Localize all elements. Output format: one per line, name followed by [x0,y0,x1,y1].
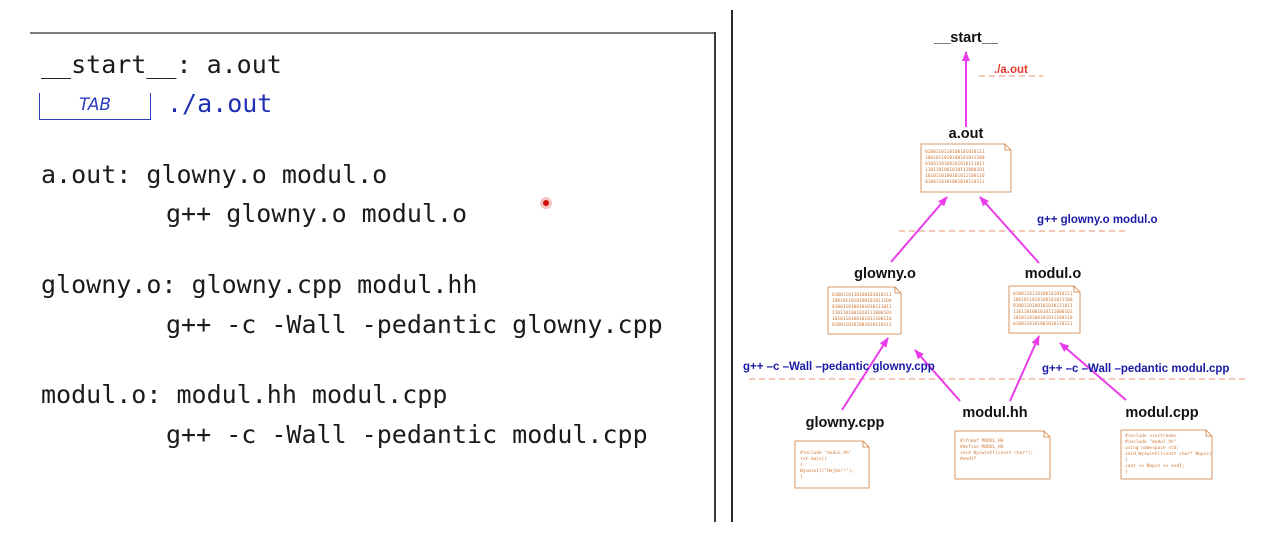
document-text-line: Wyswietl("Hejka!!"); [800,468,854,474]
modulcpp-source-file-icon: #include <iostream>#include "modul.hh"us… [1120,429,1213,480]
document-text-line: 0100110110100101010111 [832,292,892,298]
document-text-line: 1010110100101011100110 [832,316,892,322]
makefile-line-start-target: __start__: a.out [41,50,282,79]
panel-right-border [714,32,716,522]
document-text-line: 0100110100101010111011 [832,304,892,310]
glownycpp-source-file-icon: #include "modul.hh"int main(){ Wyswietl(… [794,440,870,489]
document-text-line: 1010110100101011100110 [1013,315,1073,321]
aout-binary-file-icon: 0100110110100101010111100101101010010101… [920,143,1012,193]
makefile-line-modul-command: g++ -c -Wall -pedantic modul.cpp [166,420,648,449]
tab-indicator: TAB [39,93,151,120]
document-text-line: void Wyswietl(const char*); [960,450,1033,456]
glownyo-binary-file-icon: 0100110110100101010111100101101010010101… [827,286,902,335]
makefile-line-run-command: ./a.out [167,89,273,118]
makefile-line-glowny-command: g++ -c -Wall -pedantic glowny.cpp [166,310,663,339]
makefile-line-aout-target: a.out: glowny.o modul.o [41,160,388,189]
pointer-dot [540,197,552,209]
document-text-line: using namespace std; [1125,445,1179,451]
document-text-line: } [800,474,803,480]
document-text-line: void Wyswietl(const char* Napis) [1125,451,1212,457]
panel-divider [731,10,733,522]
document-text-line: 1001011010100101011100 [925,155,985,161]
document-text-line: 0100110101001010110111 [1013,321,1073,327]
document-text-line: 0100110100101010111011 [925,161,985,167]
compile-glowny-command-label: g++ –c –Wall –pedantic glowny.cpp [743,361,935,373]
document-text-line: #include "modul.hh" [1125,439,1176,445]
document-text-line: #endif [960,456,977,462]
document-text-line: #ifndef MODUL_HH [960,438,1004,444]
document-text-line: { [1125,457,1128,463]
document-text-line: 0100110101001010110111 [832,322,892,328]
document-text-line: 1101101001010111000101 [832,310,892,316]
node-glownyo-label: glowny.o [854,266,916,282]
node-glownycpp-label: glowny.cpp [806,415,885,431]
document-text-line: cout << Napis << endl; [1125,463,1185,469]
document-text-line: 1001011010100101011100 [1013,297,1073,303]
document-text-line: 0100110100101010111011 [1013,303,1073,309]
document-text-line: #include <iostream> [1125,433,1177,439]
tab-label: TAB [78,95,112,115]
makefile-panel: __start__: a.out TAB ./a.out a.out: glow… [30,0,716,522]
document-text-line: 1101101001010111000101 [925,167,985,173]
arrow-glownycpp-to-glownyo [841,337,889,411]
dependency-diagram: __start__ a.out glowny.o modul.o glowny.… [743,30,1249,489]
document-text-line: #define MODUL_HH [960,444,1004,450]
arrow-glownyo-to-aout [890,196,948,263]
makefile-line-glowny-target: glowny.o: glowny.cpp modul.hh [41,270,478,299]
document-text-line: 0100110110100101010111 [1013,291,1073,297]
link-command-label: g++ glowny.o modul.o [1037,214,1158,226]
arrow-modulhh-to-modulo [1009,335,1040,402]
document-text-line: #include "modul.hh" [800,450,851,456]
arrow-modulhh-to-glownyo [914,349,961,402]
arrow-modulo-to-aout [979,196,1040,264]
document-text-line: 0100110101001010110111 [925,179,985,185]
panel-top-border [30,32,714,34]
node-modulhh-label: modul.hh [962,405,1027,421]
document-text-line: } [1125,469,1128,475]
arrow-modulcpp-to-modulo [1059,342,1127,401]
document-text-line: { [800,462,803,468]
makefile-line-link-command: g++ glowny.o modul.o [166,199,468,228]
makefile-line-modul-target: modul.o: modul.hh modul.cpp [41,380,448,409]
modulo-binary-file-icon: 0100110110100101010111100101101010010101… [1008,285,1081,334]
node-aout-label: a.out [949,126,984,142]
document-text-line: 1001011010100101011100 [832,298,892,304]
document-text-line: int main() [800,456,827,462]
node-modulo-label: modul.o [1025,266,1082,282]
run-command-label: ./a.out [994,64,1028,76]
document-text-line: 0100110110100101010111 [925,149,985,155]
document-text-line: 1101101001010111000101 [1013,309,1073,315]
document-text-line: 1010110100101011100110 [925,173,985,179]
node-start-label: __start__ [933,30,999,46]
compile-modul-command-label: g++ –c –Wall –pedantic modul.cpp [1042,363,1229,375]
node-modulcpp-label: modul.cpp [1125,405,1198,421]
